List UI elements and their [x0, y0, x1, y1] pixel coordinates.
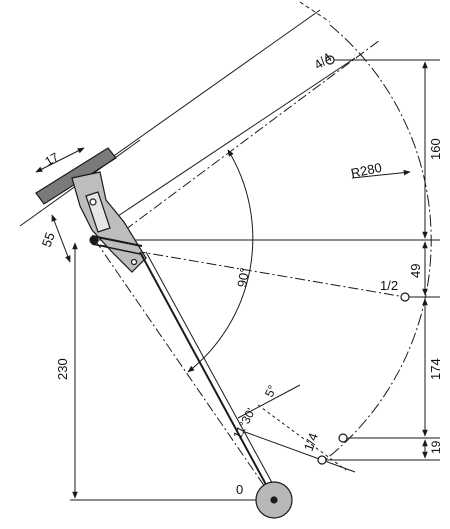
- dim-line-17: [35, 147, 85, 173]
- upper-guide-line-3: [124, 39, 381, 231]
- link-rod-lower: [91, 243, 141, 255]
- label-dim-49: 49: [408, 264, 423, 278]
- five-degree-line: [237, 384, 301, 419]
- upper-guide-line-2: [99, 57, 356, 229]
- right-angle-arc: [187, 149, 254, 373]
- pedal-plate: [35, 147, 117, 205]
- label-4-4: 4/4: [311, 50, 334, 73]
- label-radius: R280: [350, 160, 384, 181]
- quarter-extension-line: [257, 404, 347, 471]
- radius-leader: [351, 169, 411, 179]
- bracket-screw: [89, 198, 97, 206]
- marker-4-4: [325, 55, 335, 65]
- dim-line-55: [51, 214, 71, 263]
- hub-center: [270, 496, 278, 504]
- label-ninety-degrees: 90°: [234, 267, 252, 289]
- link-rod-upper: [91, 235, 143, 247]
- lever-centerline: [94, 239, 275, 501]
- label-dim-55: 55: [39, 230, 58, 249]
- label-dim-17: 17: [43, 150, 62, 169]
- label-1-2: 1/2: [380, 278, 398, 293]
- half-position-line: [99, 244, 406, 298]
- label-tilt-angle: 11°30': [230, 406, 258, 442]
- top-extension-line: [299, 1, 331, 23]
- bracket-screw-lower: [130, 258, 138, 266]
- marker-lower-quarter: [317, 455, 327, 465]
- bracket-body: [71, 171, 147, 273]
- label-dim-19: 19: [429, 440, 443, 454]
- connecting-rod: [139, 251, 271, 493]
- quarter-line: [244, 431, 356, 473]
- label-1-4: 1/4: [301, 431, 321, 453]
- marker-1-2: [400, 292, 410, 302]
- marker-upper-quarter: [338, 433, 348, 443]
- upper-guide-line-1: [107, 9, 321, 161]
- connecting-rod-edge: [145, 251, 277, 491]
- radius-arc: [324, 24, 432, 461]
- label-zero: 0: [236, 482, 243, 497]
- label-five-degrees: 5°: [262, 383, 280, 399]
- label-dim-174: 174: [428, 358, 443, 380]
- label-dim-160: 160: [428, 138, 443, 160]
- label-dim-230: 230: [55, 358, 70, 380]
